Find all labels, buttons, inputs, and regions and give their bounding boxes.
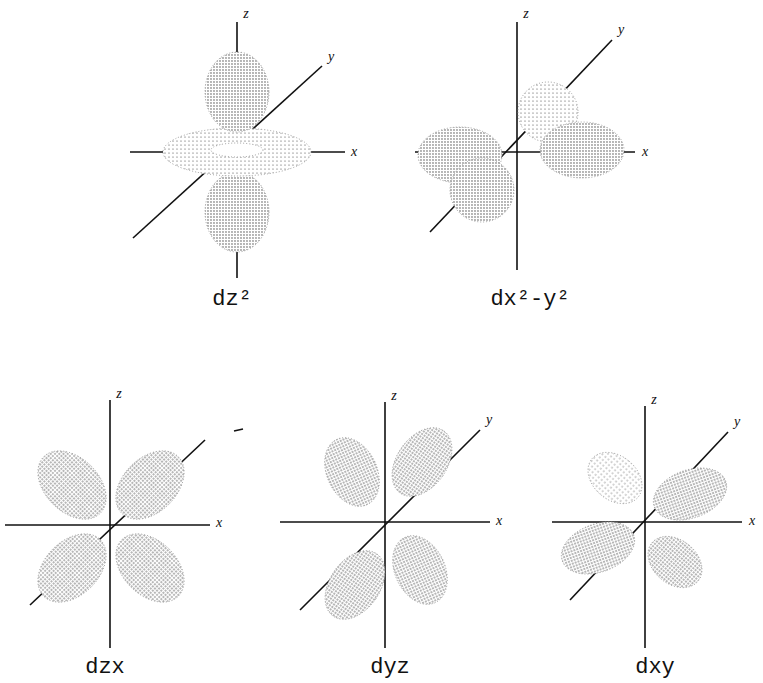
orbital-name: dyz bbox=[370, 657, 410, 679]
axis-label: z bbox=[116, 387, 121, 401]
orbital-name: dz² bbox=[212, 289, 252, 311]
axis-label: y bbox=[328, 50, 334, 64]
axis-label: x bbox=[749, 514, 755, 528]
orbital-name: dxy bbox=[635, 657, 675, 679]
axis-label: z bbox=[391, 389, 396, 403]
axis-label: y bbox=[486, 413, 492, 427]
axis-label: y bbox=[618, 23, 624, 37]
axis-label: z bbox=[243, 7, 248, 21]
orbital-name: dzx bbox=[85, 657, 125, 679]
axis-label: x bbox=[642, 145, 648, 159]
axis-label: z bbox=[651, 393, 656, 407]
axis-label: x bbox=[496, 514, 502, 528]
axis-label: z bbox=[523, 7, 528, 21]
axis-label: x bbox=[216, 516, 222, 530]
axis-label: y bbox=[734, 415, 740, 429]
axis-label: x bbox=[351, 145, 357, 159]
orbital-name: dx²-y² bbox=[490, 289, 569, 311]
